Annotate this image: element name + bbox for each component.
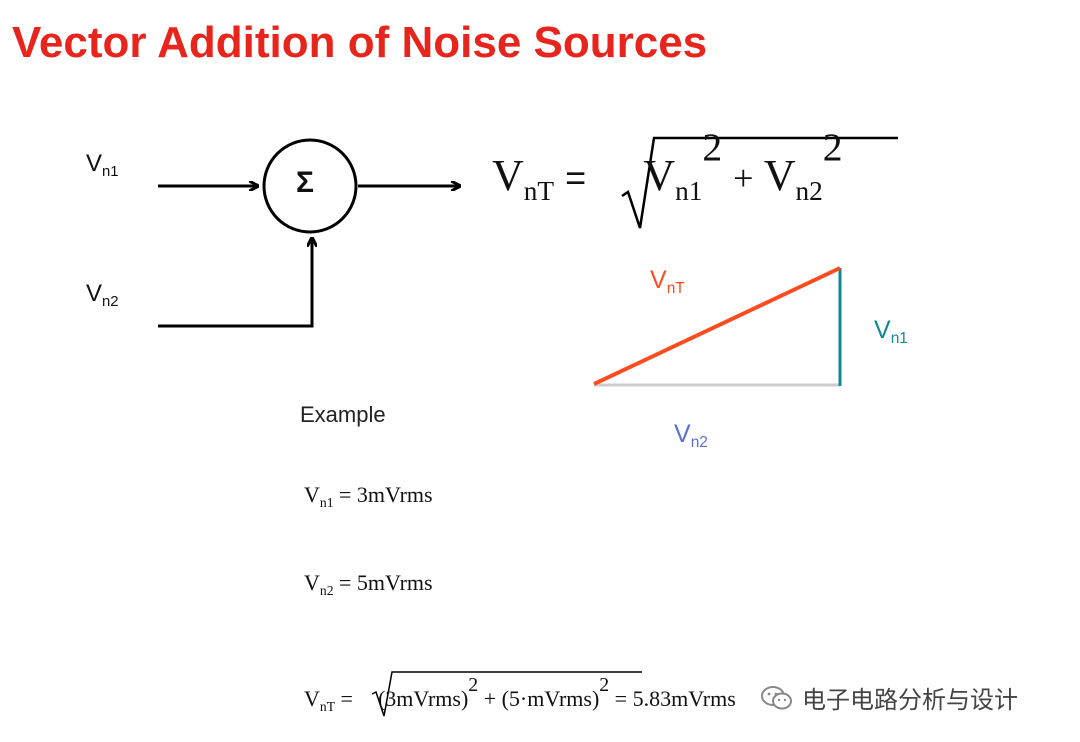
example-equation-vn1: Vn1 = 3mVrms (304, 482, 433, 510)
example-equation-vn2: Vn2 = 5mVrms (304, 570, 433, 598)
sigma-symbol: Σ (296, 166, 315, 199)
input2-label: Vn2 (86, 280, 119, 311)
input2-path (158, 238, 312, 328)
hypotenuse-label: VnT (650, 266, 685, 298)
input1-label: Vn1 (86, 150, 119, 181)
main-radical-sign (621, 136, 898, 229)
horizontal-side-label: Vn2 (674, 420, 708, 452)
summing-junction (262, 138, 358, 234)
triangle-hypotenuse-line (593, 266, 841, 386)
example-heading: Example (300, 402, 386, 427)
example-equation-vnt: VnT = (3mVrms)2 + (5·mVrms)2 = 5.83mVrms (304, 674, 736, 714)
watermark: 电子电路分析与设计 (760, 680, 1018, 715)
wechat-icon (760, 685, 794, 711)
watermark-text: 电子电路分析与设计 (802, 687, 1018, 714)
example-radical-sign (371, 671, 642, 717)
vertical-side-label: Vn1 (874, 316, 908, 348)
main-formula: VnT = Vn12 + Vn22 (492, 125, 843, 206)
page-title: Vector Addition of Noise Sources (12, 18, 708, 67)
